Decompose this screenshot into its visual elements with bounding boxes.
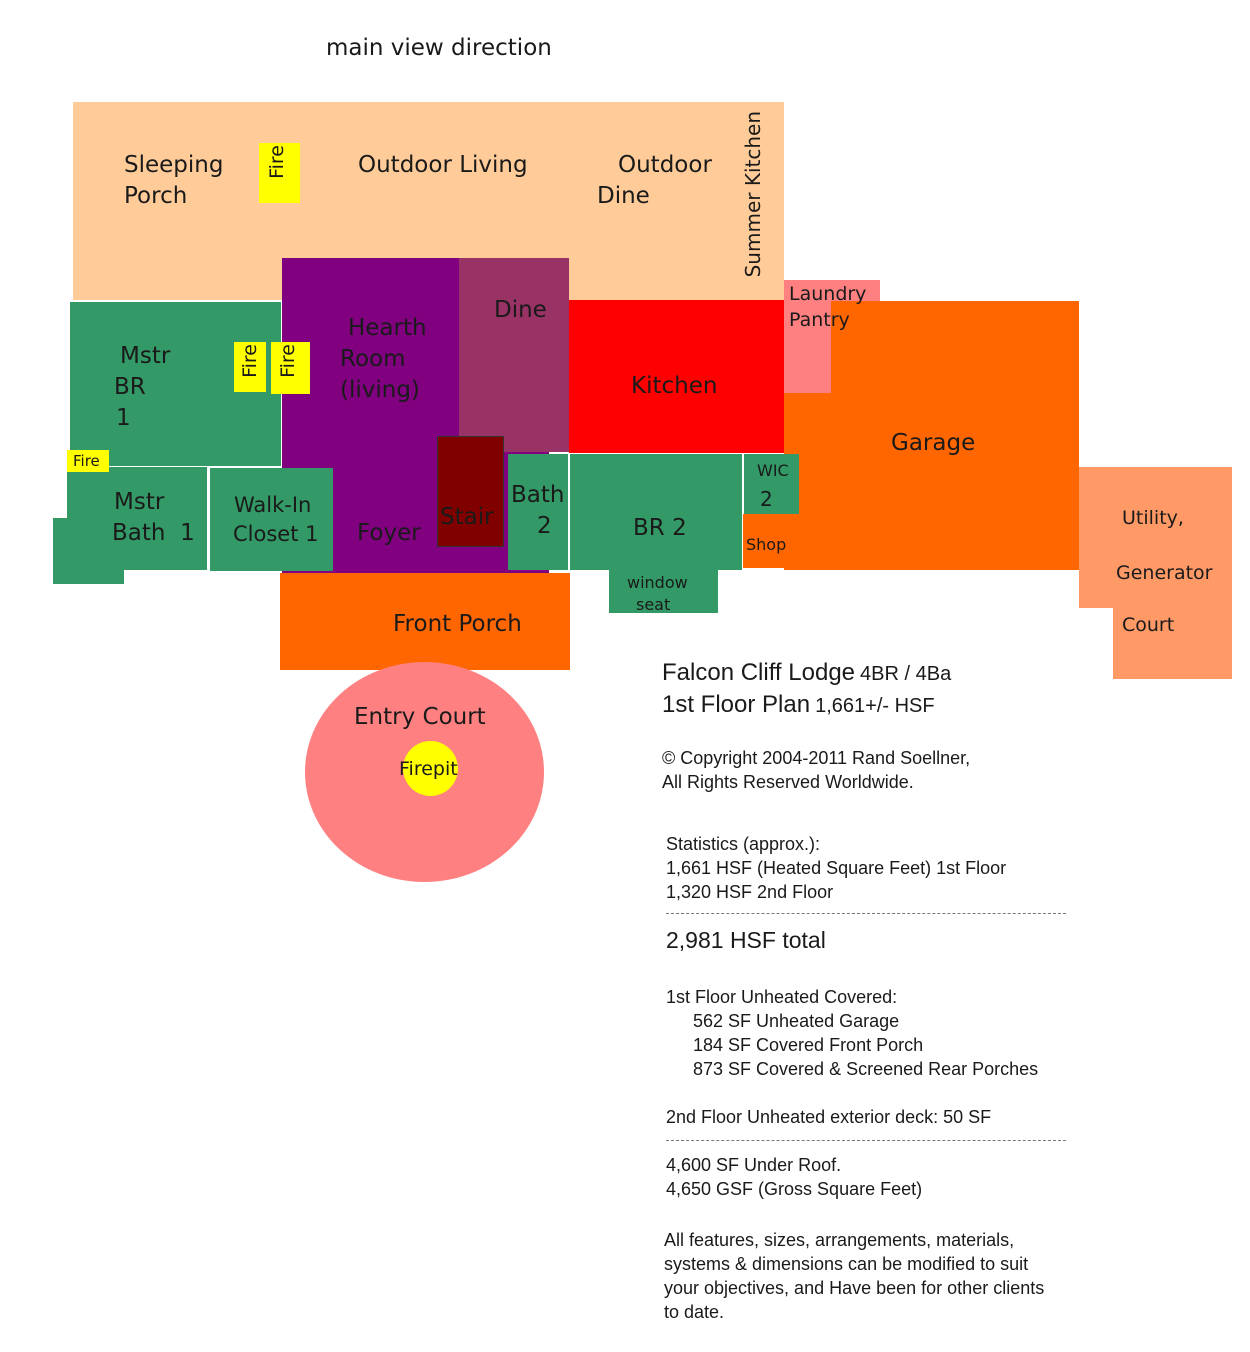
sleeping-porch-label: Sleeping [124,152,224,178]
outdoor-dine-label-2: Dine [597,183,650,209]
stair [437,436,504,547]
stats-2nd-floor: 1,320 HSF 2nd Floor [666,882,834,902]
laundry-pantry-lower [784,345,831,393]
unheated-garage: 562 SF Unheated Garage [693,1011,900,1031]
master-br-label-2: BR [114,374,146,400]
pantry-label: Pantry [789,309,850,331]
under-roof: 4,600 SF Under Roof. [666,1155,842,1175]
dine-room [459,258,569,452]
fire-label-porch: Fire [266,145,288,179]
exterior-deck: 2nd Floor Unheated exterior deck: 50 SF [666,1107,992,1127]
firepit-label: Firepit [399,758,458,780]
note-line-2: systems & dimensions can be modified to … [664,1254,1029,1274]
unheated-heading: 1st Floor Unheated Covered: [666,987,898,1007]
shop [743,514,784,568]
foyer-label: Foyer [357,520,421,546]
entry-court-label: Entry Court [354,704,486,730]
sleeping-porch-label-2: Porch [124,183,188,209]
note-line-3: your objectives, and Have been for other… [664,1278,1045,1298]
court-label: Court [1122,614,1175,636]
master-bath-label-2: Bath 1 [112,520,195,546]
garage-label: Garage [891,430,976,456]
summer-kitchen-label: Summer Kitchen [741,111,765,278]
bath-2-label: Bath [511,482,565,508]
fireplace-master [234,342,266,392]
closet-label-2: Closet 1 [233,522,319,546]
hearth-room-label-3: (living) [340,377,420,403]
window-seat [609,570,718,613]
stats-heading: Statistics (approx.): [666,834,821,854]
utility-court-lower [1113,608,1232,679]
hearth-room-label-2: Room [340,346,406,372]
master-br-label: Mstr [120,343,171,369]
garage [831,301,1079,570]
kitchen-label: Kitchen [631,373,718,399]
master-br-label-3: 1 [116,405,131,431]
utility-label: Utility, [1122,507,1184,529]
plan-title: Falcon Cliff Lodge [662,659,856,686]
note-line-1: All features, sizes, arrangements, mater… [664,1230,1015,1250]
wic-label: WIC [757,461,789,480]
floor-plan-note: 1,661+/- HSF [815,695,935,717]
generator-label: Generator [1116,562,1213,584]
window-seat-label-2: seat [636,595,671,614]
laundry-label: Laundry [789,283,867,305]
stats-1st-floor: 1,661 HSF (Heated Square Feet) 1st Floor [666,858,1007,878]
closet-label: Walk-In [234,493,312,517]
floor-plan-title: 1st Floor Plan [662,691,811,718]
firepit [403,741,458,796]
fireplace-bath [67,450,109,472]
bath-2 [508,454,568,570]
kitchen [569,300,784,453]
fireplace-porch [259,143,300,203]
divider-1 [666,913,1066,914]
walk-in-closet [210,468,333,571]
wic-2 [744,454,799,514]
copyright-line-2: All Rights Reserved Worldwide. [662,772,914,792]
divider-2 [666,1140,1066,1141]
stats-total: 2,981 HSF total [666,927,826,953]
fire-label-hearth: Fire [277,344,299,378]
view-direction-label: main view direction [326,35,552,61]
gross-square-feet: 4,650 GSF (Gross Square Feet) [666,1179,923,1199]
unheated-front-porch: 184 SF Covered Front Porch [693,1035,924,1055]
fireplace-hearth [271,342,310,394]
bath-2-label-2: 2 [537,513,552,539]
outdoor-living-label: Outdoor Living [358,152,528,178]
plan-title-note: 4BR / 4Ba [860,663,952,685]
fire-label-bath: Fire [73,452,100,470]
bedroom-2 [570,454,742,570]
window-seat-label: window [627,573,688,592]
hearth-room-label: Hearth [348,315,427,341]
br-2-label: BR 2 [633,515,687,541]
fire-label-master: Fire [239,344,261,378]
master-bath-label: Mstr [114,489,165,515]
wic-label-2: 2 [760,487,773,511]
utility-court [1079,467,1232,608]
copyright-line-1: © Copyright 2004-2011 Rand Soellner, [662,748,971,768]
stair-label: Stair [440,504,494,530]
shop-label: Shop [746,535,787,554]
front-porch-label: Front Porch [393,611,522,637]
master-bath-tub [53,518,124,584]
outdoor-dine-label: Outdoor [618,152,712,178]
front-porch [280,573,570,670]
dine-label: Dine [494,297,547,323]
note-line-4: to date. [664,1302,725,1322]
unheated-rear-porches: 873 SF Covered & Screened Rear Porches [693,1059,1039,1079]
